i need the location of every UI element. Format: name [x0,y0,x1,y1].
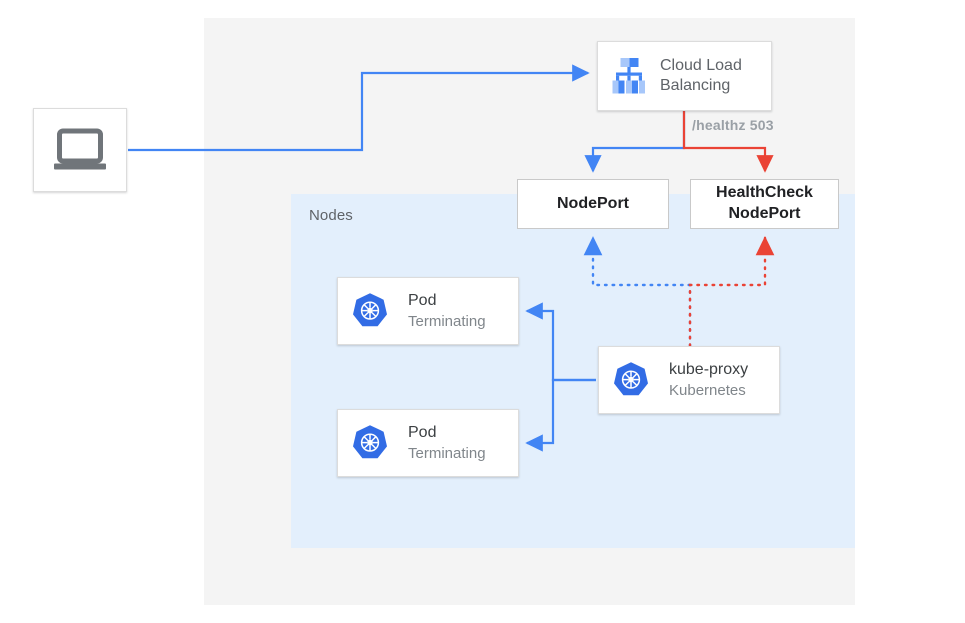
kubernetes-icon [611,360,651,400]
pod-title-2: Pod [408,424,437,442]
healthcheck-nodeport-card[interactable]: HealthCheck NodePort [690,179,839,229]
kubernetes-icon [350,291,390,331]
client-device-card[interactable] [33,108,127,192]
kube-proxy-card[interactable]: kube-proxy Kubernetes [598,346,780,414]
cloud-load-balancing-title-line-2: Balancing [660,77,731,94]
kube-proxy-subtitle: Kubernetes [669,381,746,399]
nodes-group-label: Nodes [309,207,353,224]
healthz-status-label: /healthz 503 [692,117,774,133]
kubernetes-icon [350,423,390,463]
pod-card-2[interactable]: Pod Terminating [337,409,519,477]
kube-proxy-title: kube-proxy [669,361,749,379]
cloud-load-balancing-title-line-1: Cloud Load [660,56,742,74]
pod-title-1: Pod [408,292,437,310]
nodeport-label: NodePort [557,194,629,212]
pod-status-2: Terminating [408,444,486,462]
cloud-load-balancing-icon [608,57,650,95]
healthcheck-nodeport-label-line-1: HealthCheck [716,184,813,202]
cloud-load-balancing-card[interactable]: Cloud Load Balancing [597,41,772,111]
healthcheck-nodeport-label-line-2: NodePort [728,205,801,222]
pod-status-1: Terminating [408,312,486,330]
nodeport-card[interactable]: NodePort [517,179,669,229]
pod-card-1[interactable]: Pod Terminating [337,277,519,345]
laptop-icon [52,128,108,172]
